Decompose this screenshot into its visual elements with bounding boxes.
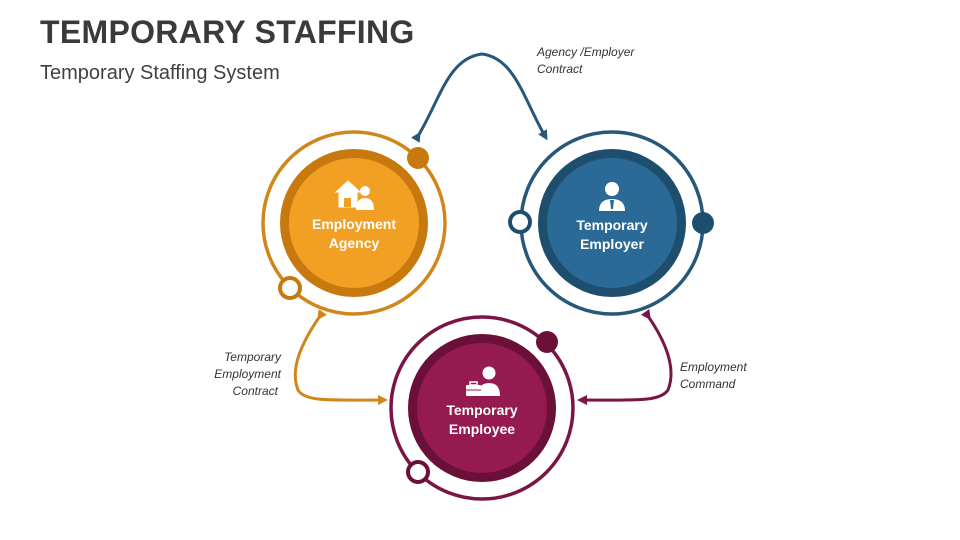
agency-label-line1: Employment [312,216,396,232]
agency-node: Employment Agency [261,130,447,316]
agency-outer-ring [261,130,447,316]
connector-employer-employee [577,309,673,406]
label-agency-employee-line1: Temporary [224,350,282,364]
connector-agency-employee [293,309,388,406]
employer-dot-hollow [508,210,532,234]
businessman-icon [599,182,625,211]
connector-agency-employer [411,52,548,143]
employer-label-line2: Employer [580,236,644,252]
label-agency-employer-line2: Contract [537,62,583,76]
employee-core [417,343,547,473]
agency-label-line2: Agency [329,235,380,251]
label-agency-employee-line3: Contract [233,384,279,398]
employer-dot-filled [692,212,714,234]
employee-label-line1: Temporary [446,402,518,418]
house-person-icon [334,180,374,210]
label-agency-employer-line1: Agency /Employer [536,45,635,59]
agency-core [289,158,419,288]
employee-node: Temporary Employee [389,315,575,501]
employee-label-line2: Employee [449,421,515,437]
label-employer-employee-line1: Employment [680,360,747,374]
employee-dot-filled [536,331,558,353]
employer-node: Temporary Employer [508,130,714,316]
worker-briefcase-icon [466,366,500,396]
label-employer-employee-line2: Command [680,377,736,391]
employee-outer-ring [389,315,575,501]
agency-dot-hollow [278,276,302,300]
agency-dot-filled [407,147,429,169]
label-agency-employee-line2: Employment [214,367,281,381]
page-subtitle: Temporary Staffing System [40,62,280,84]
employer-core [547,158,677,288]
employer-label-line1: Temporary [576,217,648,233]
page-title: TEMPORARY STAFFING [40,14,415,50]
employee-dot-hollow [406,460,430,484]
